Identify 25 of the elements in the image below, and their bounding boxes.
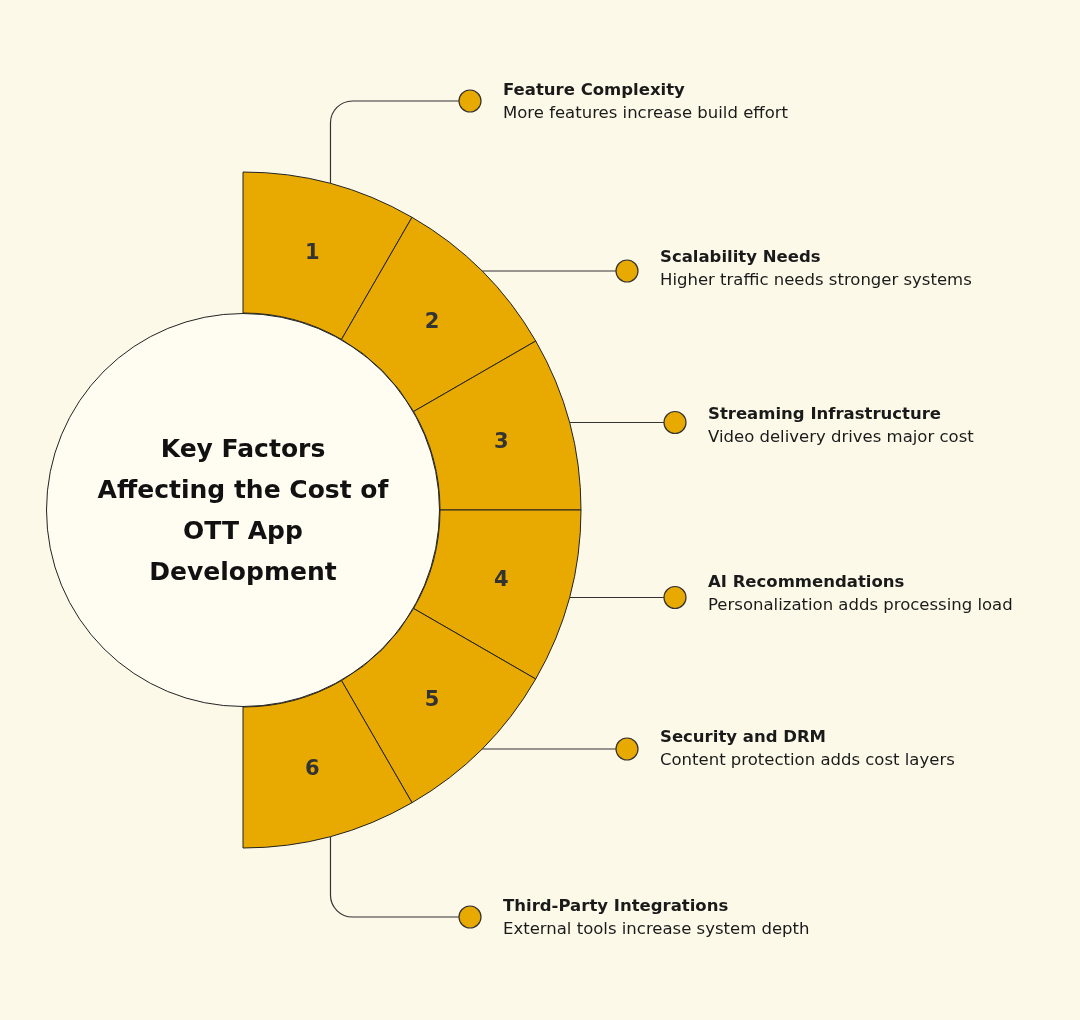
- segment-number: 1: [304, 239, 320, 264]
- segment-number: 4: [494, 567, 509, 592]
- factor-heading: AI Recommendations: [708, 571, 906, 593]
- leader-line: [329, 89, 482, 185]
- leader-line: [329, 835, 482, 929]
- segment-number: 3: [494, 428, 509, 453]
- leader-line: [568, 410, 687, 435]
- factor-description: Content protection adds cost layers: [660, 749, 955, 771]
- factor-heading: Streaming Infrastructure: [708, 403, 943, 425]
- factor-description: External tools increase system depth: [503, 918, 810, 940]
- factor-heading: Third-Party Integrations: [503, 895, 730, 917]
- leader-line: [568, 585, 687, 610]
- leader-line: [481, 259, 639, 283]
- center-title: Key Factors Affecting the Cost of OTT App Development: [96, 433, 390, 588]
- factor-description: Video delivery drives major cost: [708, 426, 974, 448]
- segment-number: 2: [424, 308, 440, 333]
- factor-heading: Scalability Needs: [660, 246, 822, 268]
- factor-heading: Feature Complexity: [503, 79, 686, 101]
- factor-heading: Security and DRM: [660, 726, 828, 748]
- factor-description: More features increase build effort: [503, 102, 789, 124]
- factor-description: Higher traffic needs stronger systems: [660, 269, 972, 291]
- leader-line: [481, 737, 639, 761]
- factor-description: Personalization adds processing load: [708, 594, 1013, 616]
- segment-number: 5: [424, 687, 440, 712]
- segment-number: 6: [304, 756, 320, 781]
